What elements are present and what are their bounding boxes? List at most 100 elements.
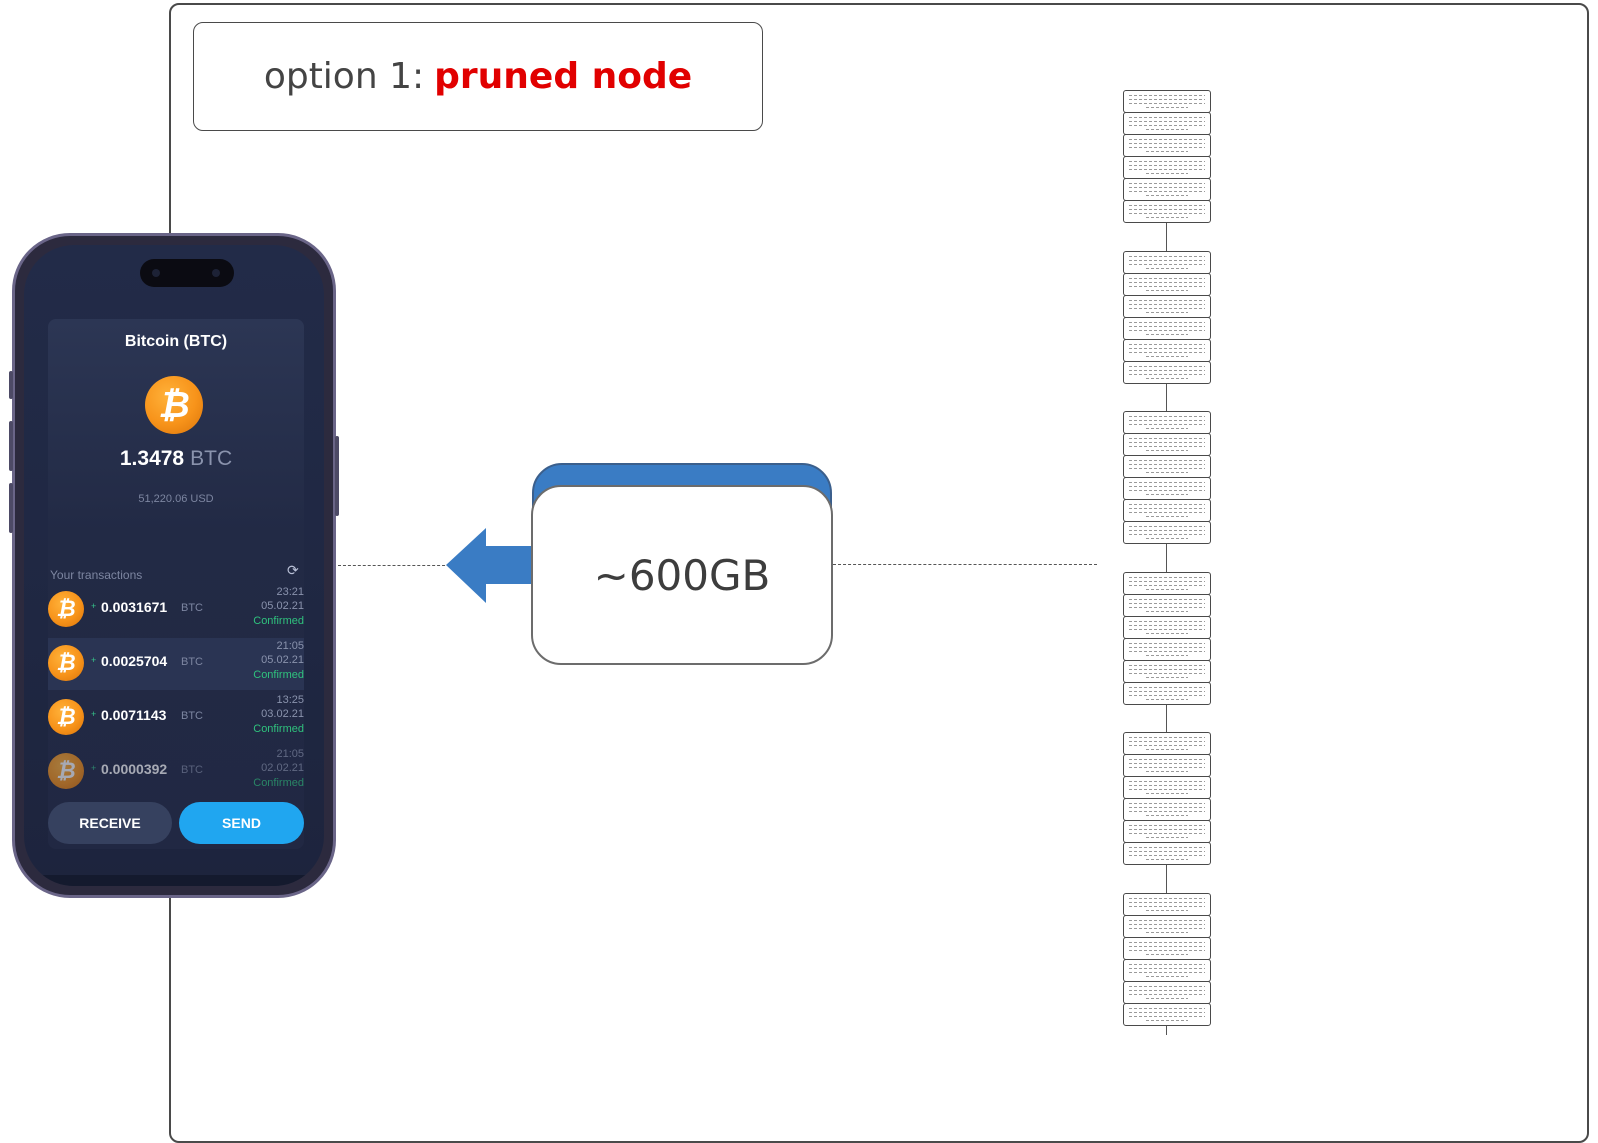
transaction-amount: 0.0031671 (101, 599, 168, 615)
block-group (1123, 251, 1211, 384)
transaction-amount: 0.0000392 (101, 761, 168, 777)
block (1123, 156, 1211, 179)
camera-icon (152, 269, 160, 277)
block (1123, 178, 1211, 201)
block (1123, 638, 1211, 661)
transaction-currency: BTC (181, 710, 203, 722)
block (1123, 295, 1211, 318)
transaction-currency: BTC (181, 656, 203, 668)
block (1123, 798, 1211, 821)
left-arrow-icon (446, 528, 536, 603)
balance-value: 1.3478 (119, 447, 185, 470)
refresh-icon[interactable]: ⟳ (287, 562, 299, 578)
transaction-date: 02.02.21 (261, 762, 304, 774)
block (1123, 660, 1211, 683)
bitcoin-icon: ₿ (48, 699, 84, 735)
block (1123, 455, 1211, 478)
transaction-amount: 0.0071143 (101, 707, 167, 723)
block (1123, 361, 1211, 384)
block (1123, 90, 1211, 113)
transactions-header: Your transactions (50, 568, 143, 582)
transaction-currency: BTC (181, 602, 203, 614)
block (1123, 572, 1211, 595)
home-bar-area (24, 875, 324, 886)
block (1123, 937, 1211, 960)
transaction-status: Confirmed (253, 669, 304, 681)
sensor-icon (212, 269, 220, 277)
block (1123, 915, 1211, 938)
balance-unit: BTC (190, 447, 233, 470)
block (1123, 754, 1211, 777)
block (1123, 477, 1211, 500)
transaction-time: 13:25 (276, 694, 304, 706)
block (1123, 411, 1211, 434)
block-group (1123, 893, 1211, 1026)
title-box: option 1: pruned node (193, 22, 763, 131)
phone-power-button (335, 436, 339, 516)
block (1123, 499, 1211, 522)
transaction-date: 05.02.21 (261, 654, 304, 666)
block (1123, 959, 1211, 982)
transaction-row[interactable]: ₿ + 0.0025704 BTC 21:05 05.02.21 Confirm… (48, 638, 304, 690)
block (1123, 776, 1211, 799)
block (1123, 273, 1211, 296)
coin-title: Bitcoin (BTC) (124, 333, 228, 350)
transaction-time: 21:05 (276, 640, 304, 652)
block-group (1123, 411, 1211, 544)
transaction-date: 05.02.21 (261, 600, 304, 612)
block (1123, 893, 1211, 916)
block-group (1123, 90, 1211, 223)
plus-icon: + (91, 655, 97, 665)
block (1123, 339, 1211, 362)
transaction-status: Confirmed (253, 615, 304, 627)
transaction-date: 03.02.21 (261, 708, 304, 720)
diagram-frame (169, 3, 1589, 1143)
block (1123, 682, 1211, 705)
transaction-status: Confirmed (253, 777, 304, 789)
bitcoin-icon: ₿ (145, 376, 203, 434)
block (1123, 134, 1211, 157)
size-label: ~600GB (593, 550, 771, 600)
usd-value: 51,220.06 USD (138, 493, 214, 505)
bitcoin-icon: ₿ (48, 645, 84, 681)
block (1123, 433, 1211, 456)
block (1123, 820, 1211, 843)
transaction-currency: BTC (181, 764, 203, 776)
bitcoin-icon: ₿ (48, 591, 84, 627)
phone-volume-up-button (9, 421, 13, 471)
chain-link-line (1166, 90, 1167, 1035)
bitcoin-icon: ₿ (48, 753, 84, 789)
block (1123, 200, 1211, 223)
left-connector-line (338, 565, 450, 566)
block (1123, 616, 1211, 639)
block (1123, 112, 1211, 135)
title-prefix: option 1: (263, 56, 425, 97)
dynamic-island (140, 259, 234, 287)
plus-icon: + (91, 709, 97, 719)
plus-icon: + (91, 601, 97, 611)
transaction-row[interactable]: ₿ + 0.0031671 BTC 23:21 05.02.21 Confirm… (48, 584, 304, 636)
block (1123, 842, 1211, 865)
send-button[interactable]: SEND (179, 802, 304, 844)
block (1123, 981, 1211, 1004)
block-group (1123, 572, 1211, 705)
transaction-time: 23:21 (276, 586, 304, 598)
phone-side-button (9, 371, 13, 399)
block (1123, 521, 1211, 544)
block (1123, 1003, 1211, 1026)
transaction-row[interactable]: ₿ + 0.0000392 BTC 21:05 02.02.21 Confirm… (48, 746, 304, 798)
transaction-row[interactable]: ₿ + 0.0071143 BTC 13:25 03.02.21 Confirm… (48, 692, 304, 744)
block-group (1123, 732, 1211, 865)
right-connector-line (833, 564, 1097, 565)
phone-volume-down-button (9, 483, 13, 533)
block (1123, 251, 1211, 274)
plus-icon: + (91, 763, 97, 773)
block (1123, 594, 1211, 617)
block (1123, 317, 1211, 340)
transaction-amount: 0.0025704 (101, 653, 168, 669)
receive-button[interactable]: RECEIVE (48, 802, 172, 844)
